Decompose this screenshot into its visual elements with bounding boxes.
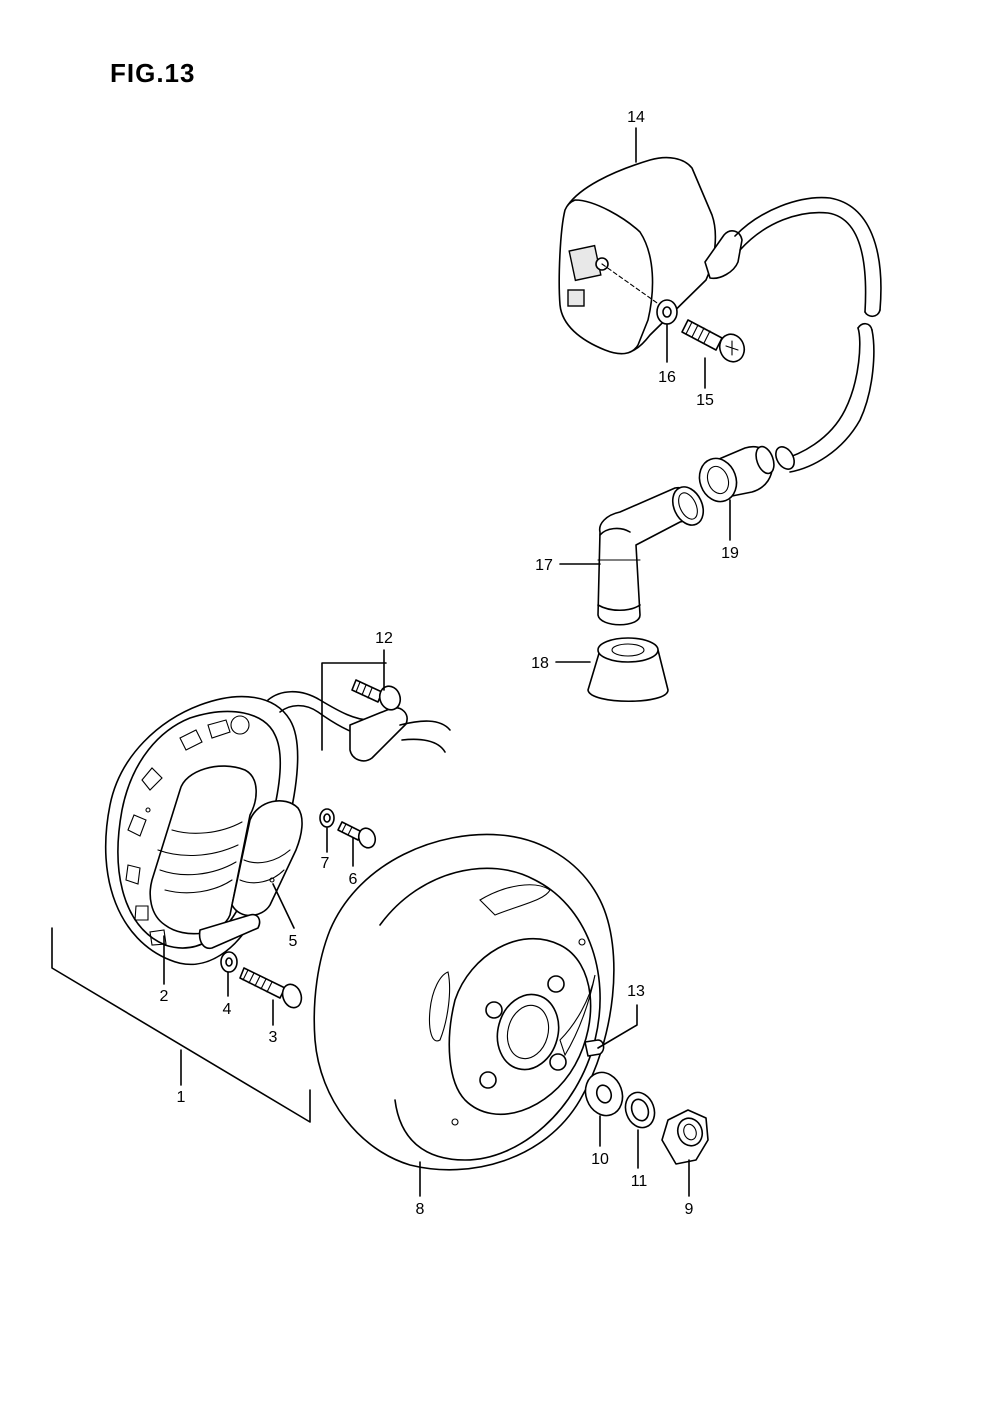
callout-6: 6 <box>349 871 358 888</box>
callout-5: 5 <box>289 933 298 950</box>
callout-19: 19 <box>721 545 739 562</box>
washer-7 <box>319 808 335 828</box>
ignition-coil <box>558 156 882 473</box>
callout-labels: 14 16 15 19 17 18 12 7 6 5 2 4 3 1 13 10… <box>160 109 739 1218</box>
nut-9 <box>661 1109 709 1165</box>
callout-12: 12 <box>375 630 393 647</box>
flywheel-rotor <box>313 833 615 1171</box>
figure-title: FIG.13 <box>110 58 196 88</box>
stator-plate-assembly <box>104 690 451 966</box>
screw-12 <box>351 679 402 711</box>
callout-8: 8 <box>416 1201 425 1218</box>
callout-11: 11 <box>631 1173 648 1190</box>
callout-18: 18 <box>531 655 549 672</box>
callout-2: 2 <box>160 988 169 1005</box>
callout-17: 17 <box>535 557 553 574</box>
screw-3 <box>239 967 303 1009</box>
woodruff-key-13 <box>584 1039 605 1057</box>
screw-15 <box>681 319 746 363</box>
spark-plug-cap <box>597 486 705 626</box>
leader-lines <box>51 127 731 1197</box>
callout-9: 9 <box>685 1201 694 1218</box>
callout-3: 3 <box>269 1029 278 1046</box>
callout-7: 7 <box>321 855 330 872</box>
washer-10 <box>584 1071 624 1117</box>
washer-16 <box>656 299 678 325</box>
callout-4: 4 <box>223 1001 232 1018</box>
callout-1: 1 <box>177 1089 186 1106</box>
callout-16: 16 <box>658 369 676 386</box>
callout-14: 14 <box>627 109 645 126</box>
screw-6 <box>337 821 377 849</box>
rubber-cover-18 <box>587 637 669 702</box>
lock-washer-11 <box>624 1091 656 1129</box>
callout-10: 10 <box>591 1151 609 1168</box>
callout-13: 13 <box>627 983 645 1000</box>
callout-15: 15 <box>696 392 714 409</box>
washer-4 <box>220 951 238 973</box>
connector-19 <box>698 445 775 503</box>
